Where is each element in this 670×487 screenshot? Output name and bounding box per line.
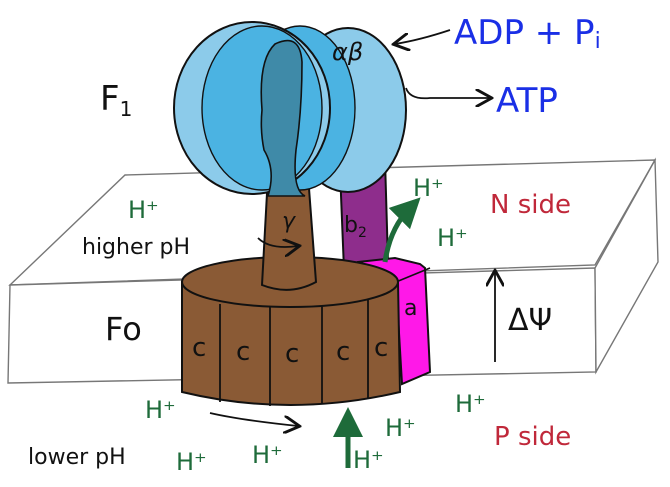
n-side-label: N side: [490, 190, 571, 220]
f1-label: F1: [100, 79, 132, 121]
arrows: [209, 29, 495, 468]
proton-label: H⁺: [455, 390, 486, 418]
atp-label: ATP: [496, 81, 558, 121]
ring-rotation-arrow: [209, 412, 298, 426]
proton-label: H⁺: [145, 396, 176, 424]
proton-label: H⁺: [252, 441, 283, 469]
delta-psi-label: ΔΨ: [508, 303, 552, 338]
membrane: [7, 157, 659, 384]
adp-arrow: [395, 29, 451, 44]
gamma-label: γ: [282, 209, 296, 234]
p-side-label: P side: [494, 422, 571, 452]
f1-head: [173, 21, 407, 197]
c-subunit-label: c: [285, 339, 299, 369]
alpha-beta-label: αβ: [332, 38, 363, 66]
lower-ph-label: lower pH: [28, 445, 126, 470]
c-subunit-label: c: [336, 337, 350, 367]
c-subunit-label: c: [192, 333, 206, 363]
atp-arrow: [405, 87, 490, 98]
proton-label: H⁺: [437, 224, 468, 252]
proton-label: H⁺: [413, 174, 444, 202]
higher-ph-label: higher pH: [82, 235, 190, 260]
proton-arrow-out: [382, 197, 421, 263]
a-subunit-label: a: [404, 296, 417, 321]
fo-label: Fo: [105, 310, 142, 348]
proton-label: H⁺: [128, 196, 159, 224]
b2-label: b2: [344, 213, 367, 241]
c-subunit-label: c: [236, 337, 250, 367]
proton-label: H⁺: [353, 446, 384, 474]
proton-label: H⁺: [176, 448, 207, 476]
gamma-rotation-arrow: [257, 237, 298, 247]
c-subunit-label: c: [374, 333, 388, 363]
adp-pi-label: ADP + Pi: [454, 13, 601, 54]
gamma-stalk: [260, 174, 318, 291]
proton-label: H⁺: [385, 414, 416, 442]
